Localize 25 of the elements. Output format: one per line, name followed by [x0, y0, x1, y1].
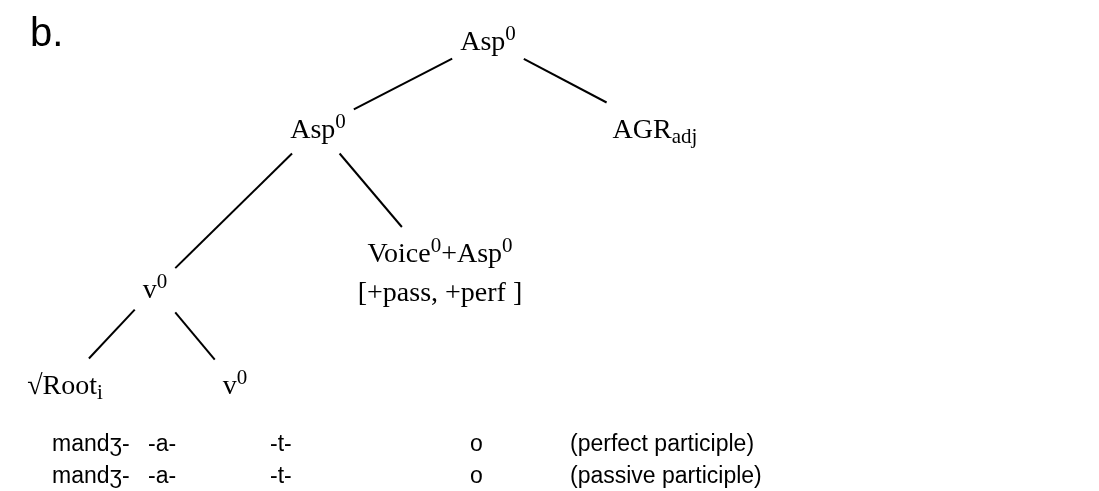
gloss-text: (passive participle) — [570, 464, 762, 487]
gloss-text: -t- — [270, 432, 292, 455]
tree-label: v$^{0}$ — [222, 366, 248, 402]
gloss-text: mandʒ- — [52, 432, 130, 455]
tree-label: AGR$_{adj}$ — [612, 111, 698, 146]
tree-label: Asp$^{0}$ — [460, 22, 516, 58]
tree-label: v$^{0}$ — [142, 270, 168, 306]
gloss-text: -a- — [148, 464, 177, 487]
tree-branch — [352, 57, 454, 111]
tree-branch — [522, 57, 608, 104]
panel-letter: b. — [30, 9, 64, 56]
gloss-text: mandʒ- — [52, 464, 130, 487]
tree-label: [+pass, +perf ] — [357, 275, 523, 309]
gloss-text: (perfect participle) — [570, 432, 755, 455]
gloss-text: o — [470, 432, 483, 455]
gloss-text: -t- — [270, 464, 292, 487]
gloss-text: -a- — [148, 432, 177, 455]
tree-branch — [174, 311, 216, 361]
tree-branch — [338, 152, 403, 228]
gloss-text: o — [470, 464, 483, 487]
tree-label: Voice$^{0}$+Asp$^{0}$ — [367, 235, 513, 270]
tree-branch — [174, 152, 293, 270]
tree-label: Asp$^{0}$ — [290, 110, 346, 146]
tree-label: √Root$_{i}$ — [27, 367, 103, 402]
tree-branch — [87, 308, 136, 360]
